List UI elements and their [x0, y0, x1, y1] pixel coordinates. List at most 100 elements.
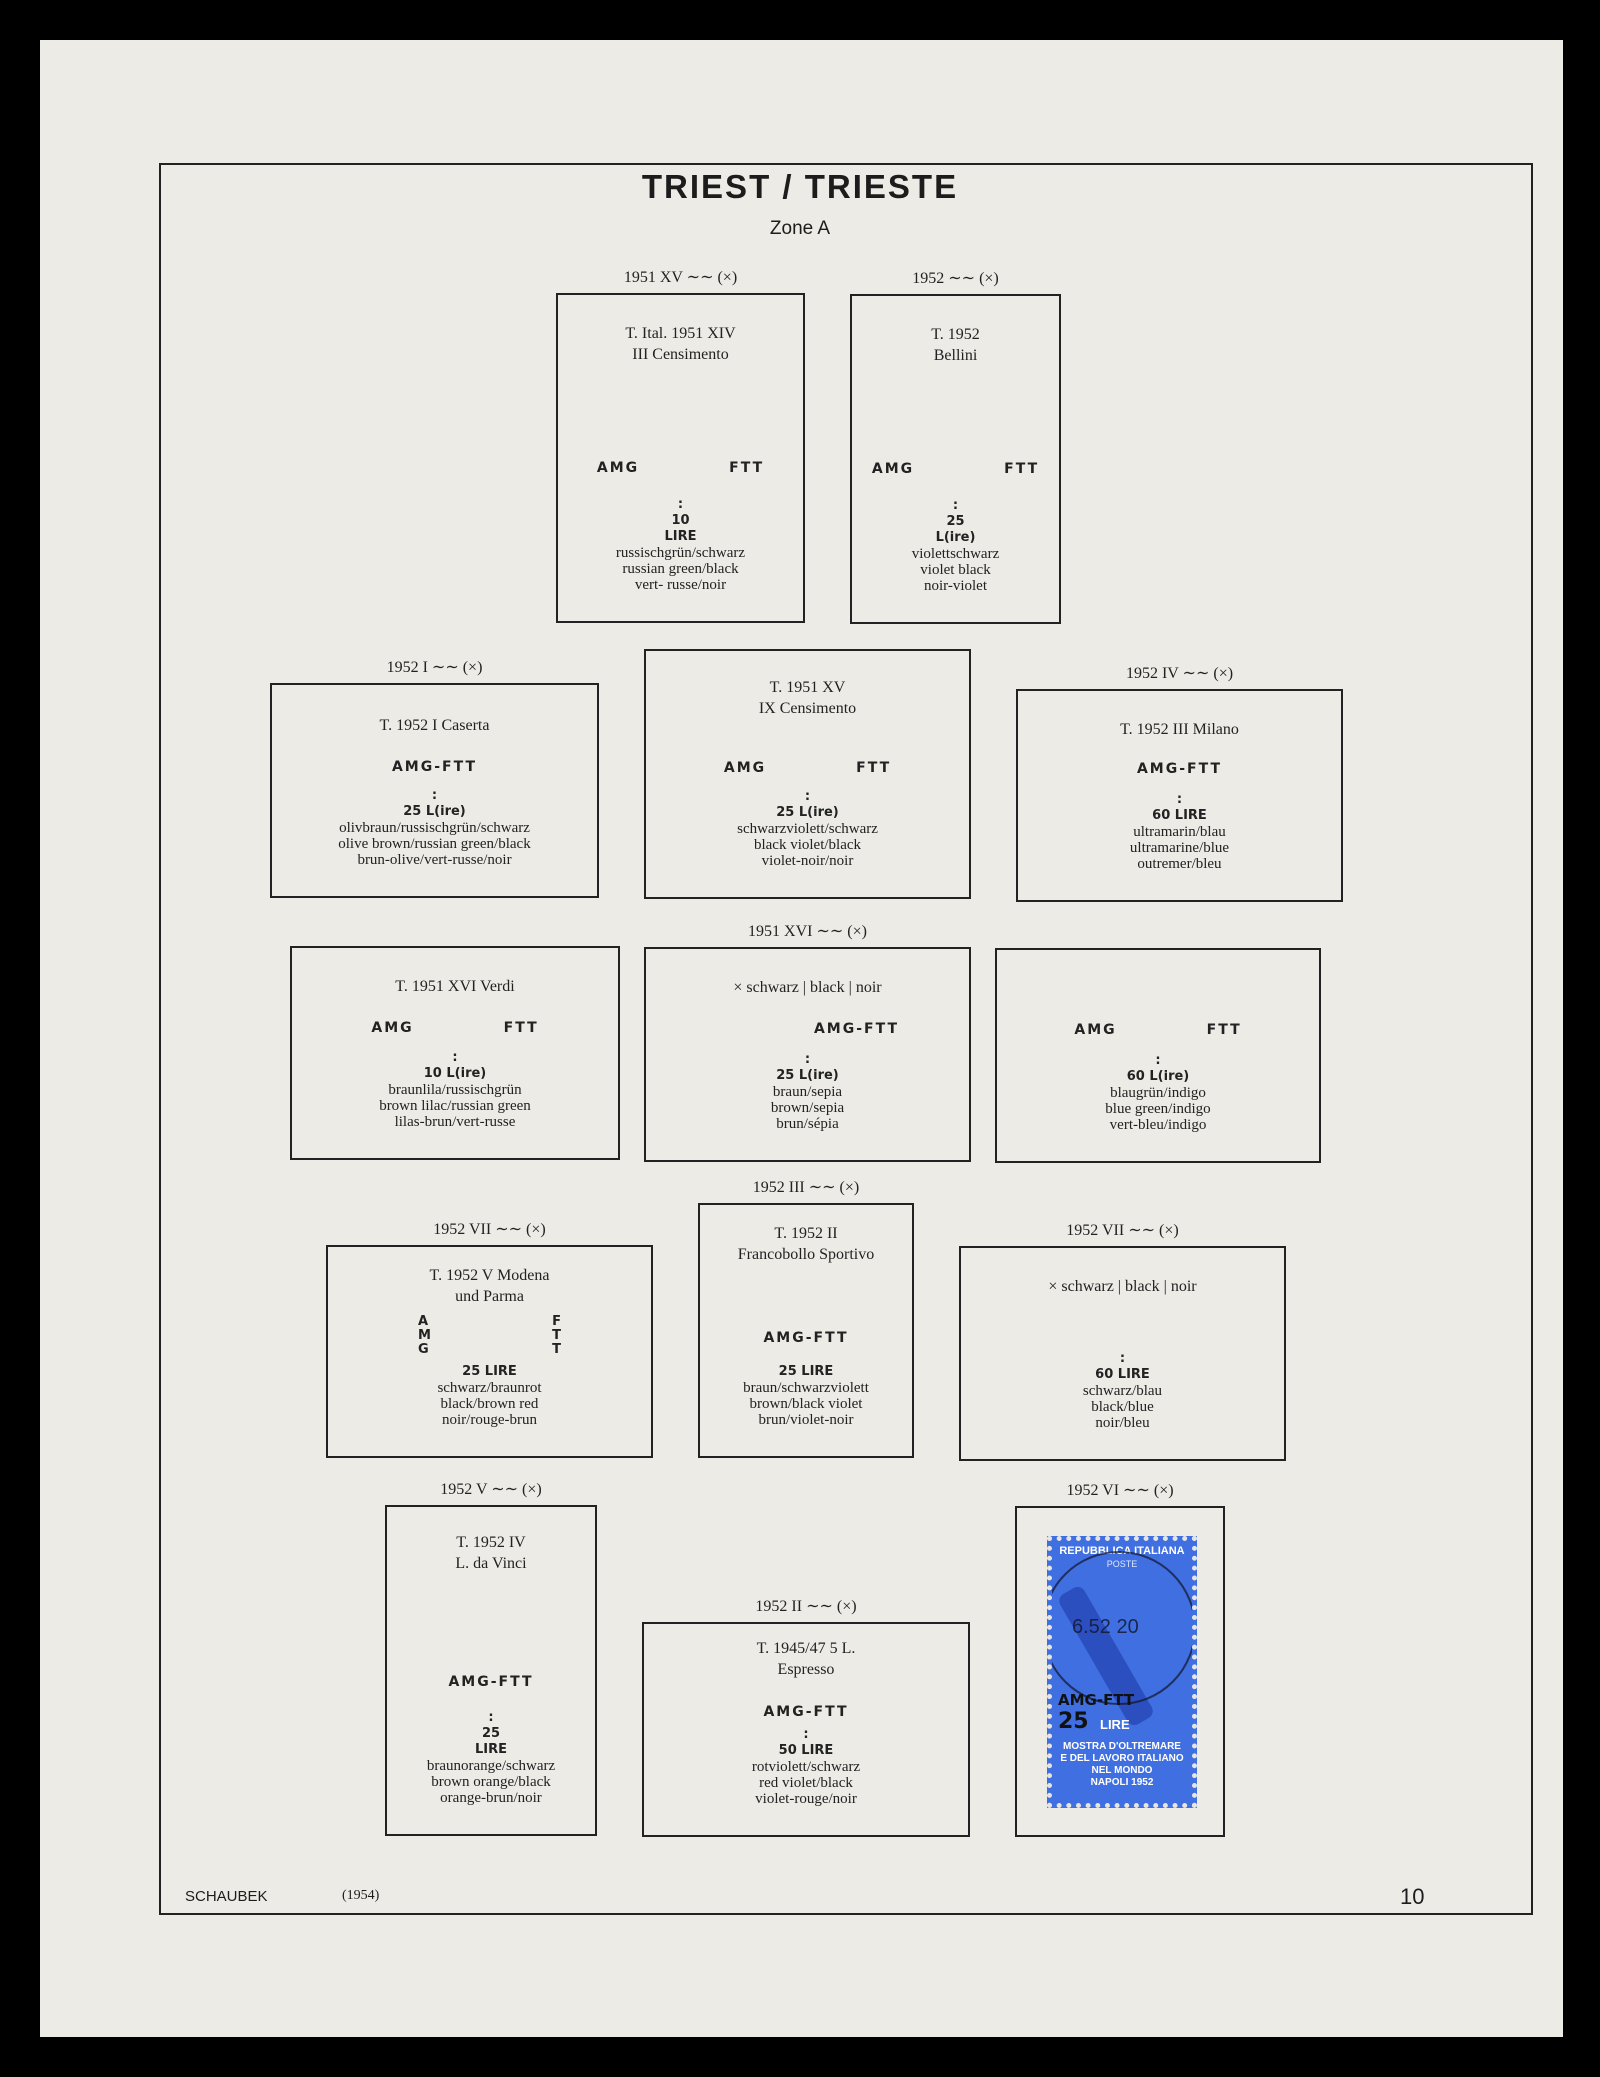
denomination-line: :: [431, 788, 438, 803]
overprint-part: AMG-FTT: [763, 1330, 849, 1346]
overprint-part: AMG-FTT: [448, 1674, 534, 1690]
denomination-line: :: [677, 497, 684, 512]
stamp-denomination: 25: [1058, 1709, 1089, 1734]
overprint-part: AMG: [723, 760, 767, 776]
overprint-text: AMG-FTT: [700, 1330, 912, 1346]
stamp-description: T. 1945/47 5 L.Espresso: [644, 1638, 968, 1680]
denomination-line: :: [1155, 1053, 1161, 1068]
overprint-letter: T: [552, 1328, 561, 1343]
color-line: orange-brun/noir: [440, 1790, 542, 1806]
overprint-text: AMG FTT: [646, 760, 969, 776]
overprint-letter: T: [552, 1342, 561, 1357]
overprint-part: FTT: [1004, 461, 1040, 477]
color-line: braunorange/schwarz: [426, 1758, 556, 1774]
denomination-line: 25 L(ire): [776, 1068, 839, 1083]
color-line: black/brown red: [440, 1396, 539, 1412]
overprint-part: FTT: [856, 760, 892, 776]
color-line: schwarz/blau: [1082, 1383, 1163, 1399]
color-line: russischgrün/schwarz: [615, 545, 746, 561]
overprint-text: AMG-FTT: [646, 1021, 969, 1037]
description-line: Francobollo Sportivo: [737, 1246, 875, 1263]
color-line: vert-bleu/indigo: [1109, 1117, 1207, 1133]
denomination-line: 25 L(ire): [776, 805, 839, 820]
color-line: brun/sépia: [776, 1116, 839, 1132]
denomination-line: :: [1119, 1351, 1126, 1366]
color-line: vert- russe/noir: [634, 577, 727, 593]
color-line: noir-violet: [923, 578, 988, 594]
color-line: braun/sepia: [772, 1084, 843, 1100]
color-line: noir/rouge-brun: [442, 1412, 537, 1428]
denomination-line: :: [952, 498, 959, 513]
denomination-line: L(ire): [935, 530, 976, 545]
description-line: T. 1951 XV: [769, 679, 846, 696]
color-line: brun/violet-noir: [758, 1412, 854, 1428]
overprint-part: AMG-FTT: [763, 1704, 849, 1720]
postmark-date: 6.52 20: [1072, 1616, 1139, 1638]
denomination-line: :: [803, 1727, 809, 1742]
color-line: olive brown/russian green/black: [338, 836, 531, 852]
stamp-description: T. 1952 III Milano: [1018, 719, 1341, 740]
page-title: TRIEST / TRIESTE: [641, 168, 959, 205]
denomination-line: 25: [946, 514, 965, 529]
stamp-space-label: 1952 III ∼∼ (×): [752, 1179, 860, 1196]
denomination-line: LIRE: [474, 1742, 507, 1757]
overprint-text: AMG-FTT: [272, 759, 597, 775]
color-line: violet black: [920, 562, 991, 578]
stamp-overprint: AMG-FTT: [1058, 1691, 1135, 1709]
description-line: T. 1952 II: [774, 1225, 838, 1242]
legend-line: MOSTRA D'OLTREMARE: [1063, 1741, 1181, 1752]
color-line: ultramarine/blue: [1129, 840, 1230, 856]
overprint-part: AMG-FTT: [1136, 761, 1223, 777]
stamp-value-block: :25 L(ire)olivbraun/russischgrün/schwarz…: [272, 788, 597, 868]
color-line: russian green/black: [622, 561, 739, 577]
description-line: T. 1952 I Caserta: [379, 717, 490, 734]
stamp-space-label: 1952 II ∼∼ (×): [755, 1598, 857, 1615]
description-line: × schwarz | black | noir: [1048, 1278, 1197, 1295]
album-page: [40, 40, 1563, 2037]
denomination-line: 60 LIRE: [1095, 1367, 1150, 1382]
page-subtitle: Zone A: [769, 218, 831, 239]
color-line: blaugrün/indigo: [1110, 1085, 1206, 1101]
description-line: T. 1952: [931, 326, 980, 343]
color-line: brun-olive/vert-russe/noir: [357, 852, 512, 868]
denomination-line: 60 L(ire): [1126, 1069, 1190, 1084]
stamp-space-label: 1952 IV ∼∼ (×): [1125, 665, 1234, 682]
legend-line: NAPOLI 1952: [1090, 1777, 1154, 1788]
denomination-line: 25 L(ire): [403, 804, 466, 819]
description-line: IX Censimento: [758, 700, 857, 717]
color-line: schwarz/braunrot: [437, 1380, 542, 1396]
color-line: noir/bleu: [1095, 1415, 1150, 1431]
overprint-text: AMG-FTT: [387, 1674, 595, 1690]
color-line: brown orange/black: [431, 1774, 551, 1790]
color-line: brown/sepia: [770, 1100, 845, 1116]
denomination-line: 25 LIRE: [778, 1364, 834, 1379]
description-line: Bellini: [933, 347, 978, 364]
stamp-space-label: 1952 I ∼∼ (×): [386, 659, 483, 676]
color-line: ultramarin/blau: [1133, 824, 1226, 840]
page-frame: [159, 163, 1533, 1915]
